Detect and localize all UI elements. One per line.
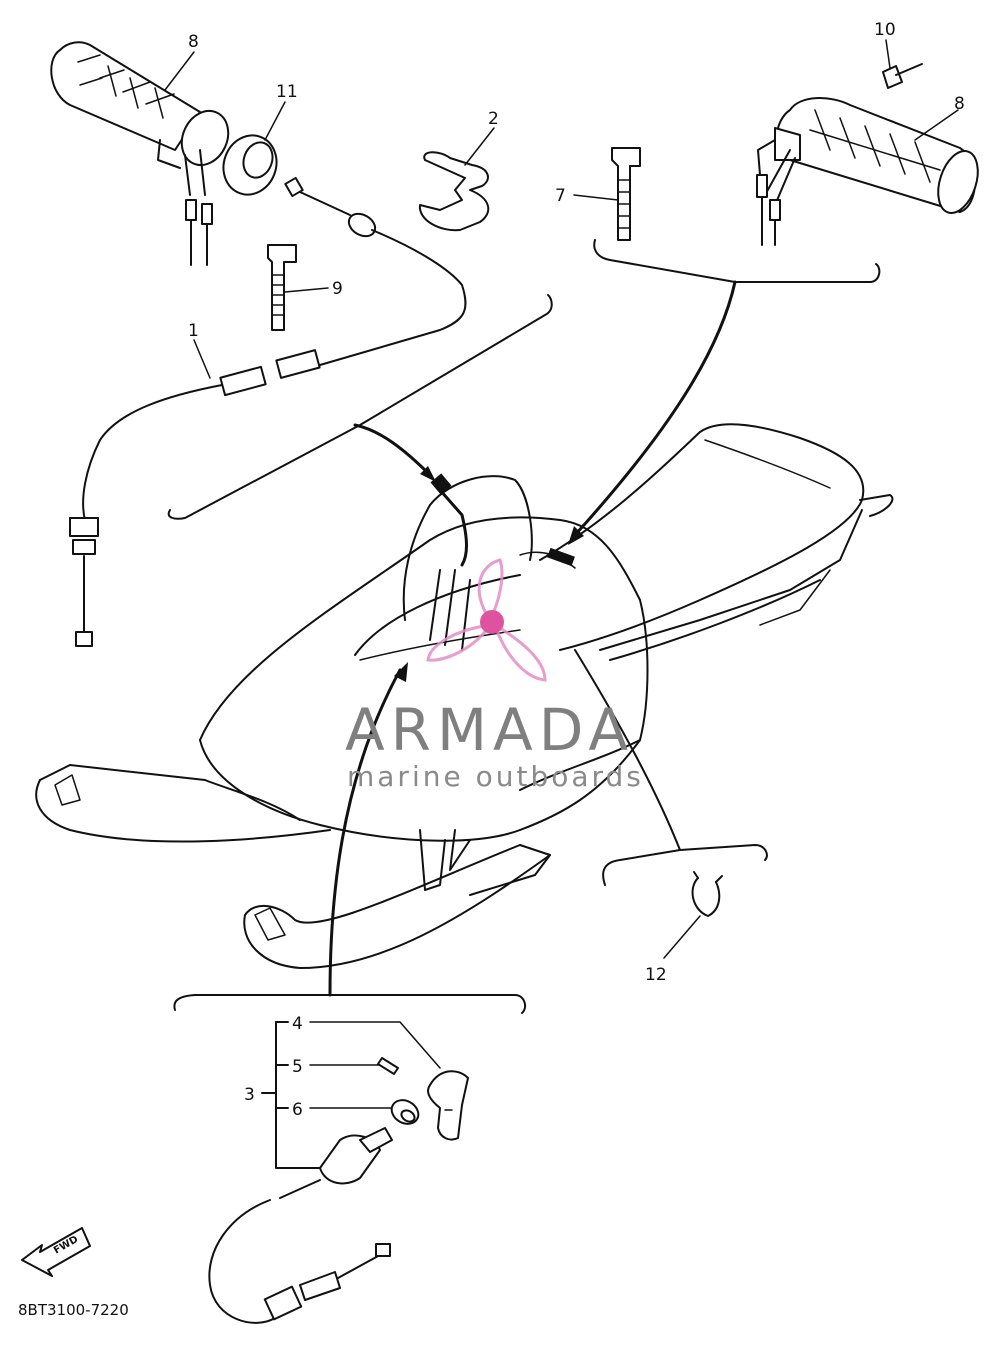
callout-8-right: 8 bbox=[954, 94, 965, 114]
callout-labels: 8 11 2 10 8 7 9 1 12 4 5 3 6 bbox=[164, 20, 965, 1120]
left-grip-part bbox=[50, 41, 230, 266]
snowmobile-body bbox=[35, 423, 894, 969]
callout-11: 11 bbox=[276, 82, 298, 102]
stop-switch-assembly bbox=[208, 1021, 469, 1324]
callout-1: 1 bbox=[188, 321, 199, 341]
callout-9: 9 bbox=[332, 279, 343, 299]
clip-part-2 bbox=[418, 151, 490, 232]
throttle-cable-part-1 bbox=[69, 176, 467, 647]
armada-propeller-logo bbox=[426, 558, 547, 682]
callout-6: 6 bbox=[292, 1100, 303, 1120]
fwd-arrow-icon: FWD bbox=[21, 1227, 91, 1277]
callout-12: 12 bbox=[645, 965, 667, 985]
watermark-title: ARMADA bbox=[345, 696, 634, 764]
callout-brackets bbox=[167, 239, 881, 1014]
cable-tie-part-7 bbox=[611, 147, 641, 241]
watermark-subtitle: marine outboards bbox=[347, 760, 644, 793]
collar-part bbox=[222, 134, 278, 196]
right-grip-part bbox=[756, 97, 979, 246]
armada-watermark: ARMADA marine outboards bbox=[345, 558, 644, 793]
callout-4: 4 bbox=[292, 1014, 303, 1034]
callout-5: 5 bbox=[292, 1057, 303, 1077]
clip-part-12 bbox=[691, 871, 723, 917]
callout-7: 7 bbox=[555, 186, 566, 206]
callout-2: 2 bbox=[488, 109, 499, 129]
drawing-code: 8BT3100-7220 bbox=[18, 1301, 129, 1319]
callout-3: 3 bbox=[244, 1085, 255, 1105]
screw-part-10 bbox=[882, 63, 923, 89]
hood-components bbox=[429, 473, 576, 651]
callout-10: 10 bbox=[874, 20, 896, 40]
callout-8-left: 8 bbox=[188, 32, 199, 52]
cable-tie-part-9 bbox=[267, 244, 297, 331]
